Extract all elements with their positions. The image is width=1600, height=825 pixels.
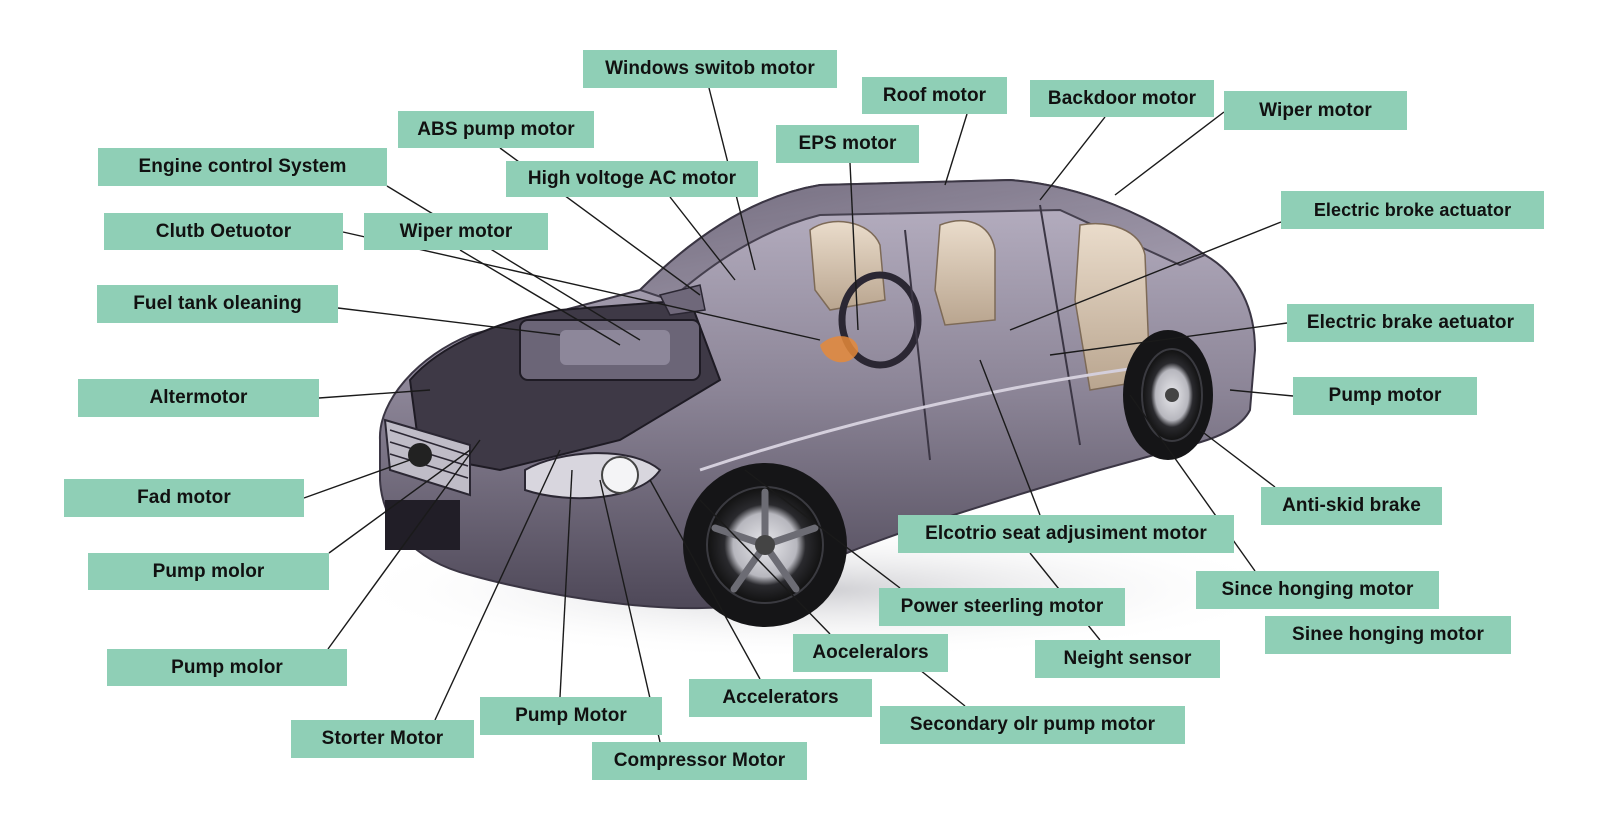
front-seat-2	[934, 219, 996, 326]
label-height-sensor: Neight sensor	[1035, 640, 1220, 678]
headlight-lens	[601, 456, 639, 494]
engine-cover	[560, 330, 670, 365]
label-engine-control-system: Engine control System	[98, 148, 387, 186]
label-fuel-tank-cleaning: Fuel tank oleaning	[97, 285, 338, 323]
label-pump-motor-left-2: Pump molor	[107, 649, 347, 686]
label-accelerators-1: Aoceleralors	[793, 634, 948, 672]
leader-line	[303, 459, 411, 499]
leader-line	[459, 249, 621, 346]
leader-line	[386, 185, 641, 341]
label-suspension-motor-1: Since honging motor	[1196, 571, 1439, 609]
leader-line	[1009, 221, 1282, 331]
side-crease	[699, 358, 1201, 472]
label-pump-motor-left-1: Pump molor	[88, 553, 329, 590]
leader-line	[669, 196, 736, 281]
label-abs-pump-motor: ABS pump motor	[398, 111, 594, 148]
label-compressor-motor: Compressor Motor	[592, 742, 807, 780]
label-windows-switch-motor: Windows switob motor	[583, 50, 837, 88]
rear-wheel-hub	[1165, 388, 1179, 402]
label-electric-brake-actuator-2: Electric brake aetuator	[1287, 304, 1534, 342]
leader-line	[342, 231, 821, 341]
leader-line	[1039, 116, 1106, 201]
leader-line	[649, 479, 761, 680]
label-clutch-actuator: Clutb Oetuotor	[104, 213, 343, 250]
leader-line	[1129, 394, 1256, 572]
leader-line	[327, 439, 481, 650]
label-eps-motor: EPS motor	[776, 125, 919, 163]
leader-line	[699, 499, 831, 635]
front-bumper-intake	[385, 500, 460, 550]
label-anti-skid-brake: Anti-skid brake	[1261, 487, 1442, 525]
leader-line	[944, 113, 968, 186]
leader-line	[1199, 429, 1276, 488]
leader-line	[1114, 111, 1225, 196]
door-line-front	[904, 229, 931, 461]
leader-line	[849, 162, 859, 331]
label-electric-brake-actuator-1: Electric broke actuator	[1281, 191, 1544, 229]
steering-wheel	[838, 271, 922, 369]
side-mirror	[658, 284, 706, 316]
label-pump-motor-rear: Pump motor	[1293, 377, 1477, 415]
leader-line	[919, 669, 966, 707]
label-electric-seat-adjustment: Elcotrio seat adjusiment motor	[898, 515, 1234, 553]
label-high-voltage-ac-motor: High voltoge AC motor	[506, 161, 758, 197]
leader-line	[434, 449, 561, 721]
label-suspension-motor-2: Sinee honging motor	[1265, 616, 1511, 654]
label-power-steering-motor: Power steerling motor	[879, 588, 1125, 626]
label-secondary-air-pump-motor: Secondary olr pump motor	[880, 706, 1185, 744]
leader-line	[337, 307, 561, 336]
label-pump-motor-bottom: Pump Motor	[480, 697, 662, 735]
label-backdoor-motor: Backdoor motor	[1030, 80, 1214, 117]
leader-line	[744, 469, 901, 589]
leader-line	[318, 389, 431, 399]
brand-emblem	[408, 443, 432, 467]
front-seat	[809, 220, 886, 311]
label-accelerators-2: Accelerators	[689, 679, 872, 717]
door-line-rear	[1039, 204, 1081, 446]
label-wiper-motor-front: Wiper motor	[364, 213, 548, 250]
label-altermotor: Altermotor	[78, 379, 319, 417]
leader-line	[559, 469, 573, 698]
label-fan-motor: Fad motor	[64, 479, 304, 517]
label-starter-motor: Storter Motor	[291, 720, 474, 758]
leader-line	[1049, 322, 1288, 356]
car-glass	[638, 178, 1208, 302]
label-wiper-motor-rear: Wiper motor	[1224, 91, 1407, 130]
glowing-component	[820, 336, 859, 363]
leader-line	[328, 449, 471, 554]
leader-line	[1229, 389, 1294, 397]
leader-line	[979, 359, 1041, 516]
front-wheel-hub	[755, 535, 775, 555]
label-roof-motor: Roof motor	[862, 77, 1007, 114]
